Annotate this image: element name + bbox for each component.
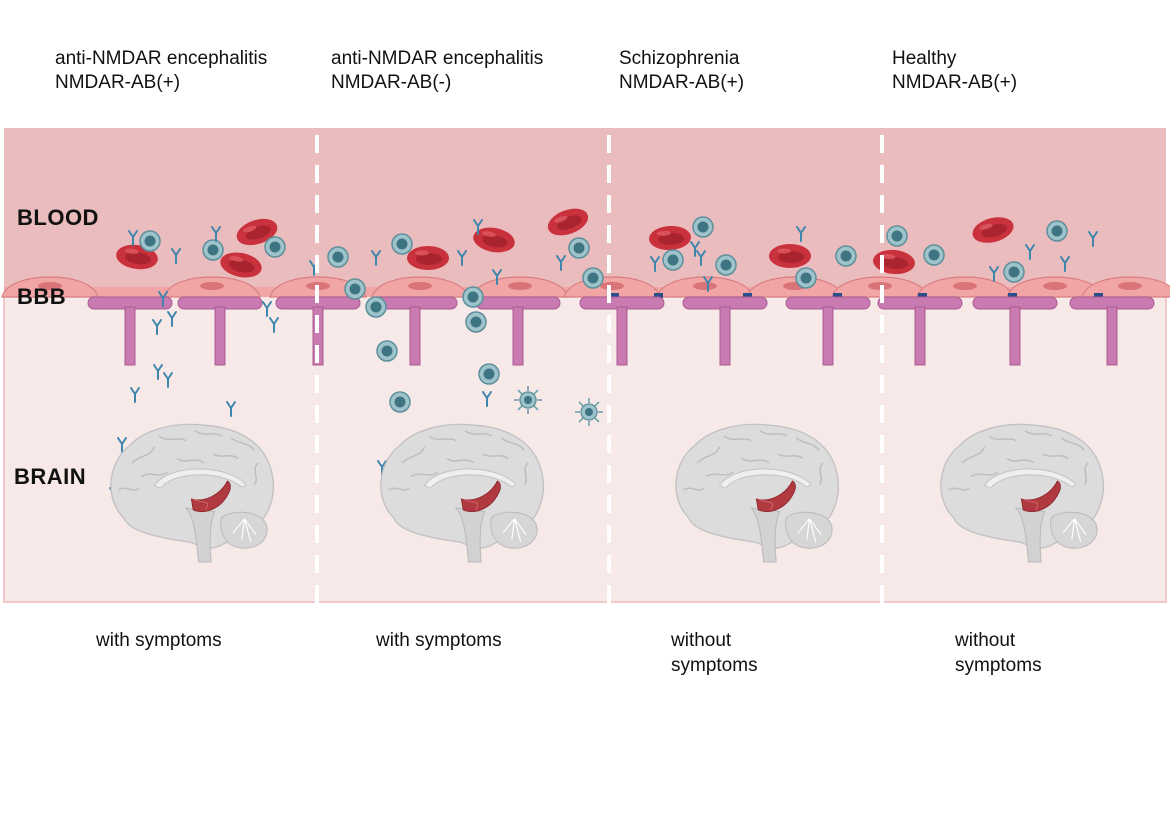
column-title-2: anti-NMDAR encephalitis NMDAR-AB(-) [331,47,543,95]
endothelial-layer [1,276,1170,298]
column-antibody-status: NMDAR-AB(+) [55,72,181,93]
symptom-status: with symptoms [96,630,222,651]
column-condition: anti-NMDAR encephalitis [331,48,544,69]
column-title-4: Healthy NMDAR-AB(+) [892,47,1017,95]
brain-label: BRAIN [14,464,87,489]
column-footer-2: with symptoms [376,628,502,653]
column-antibody-status: NMDAR-AB(+) [619,72,745,93]
column-title-3: Schizophrenia NMDAR-AB(+) [619,47,744,95]
symptom-status-line-1: without [671,630,732,651]
blood-region [4,128,1166,294]
symptom-status-line-2: symptoms [955,655,1042,676]
column-footer-1: with symptoms [96,628,222,653]
bbb-label: BBB [17,284,67,309]
column-antibody-status: NMDAR-AB(-) [331,72,452,93]
column-dividers [315,135,884,605]
column-title-1: anti-NMDAR encephalitis NMDAR-AB(+) [55,47,267,95]
column-condition: Healthy [892,48,957,69]
tight-junction-icon [610,293,1103,298]
symptom-status-line-1: without [955,630,1016,651]
column-condition: Schizophrenia [619,48,740,69]
symptom-status-line-2: symptoms [671,655,758,676]
column-footer-3: without symptoms [671,628,758,678]
symptom-status: with symptoms [376,630,502,651]
blood-label: BLOOD [17,205,99,230]
column-footer-4: without symptoms [955,628,1042,678]
column-condition: anti-NMDAR encephalitis [55,48,268,69]
column-antibody-status: NMDAR-AB(+) [892,72,1018,93]
